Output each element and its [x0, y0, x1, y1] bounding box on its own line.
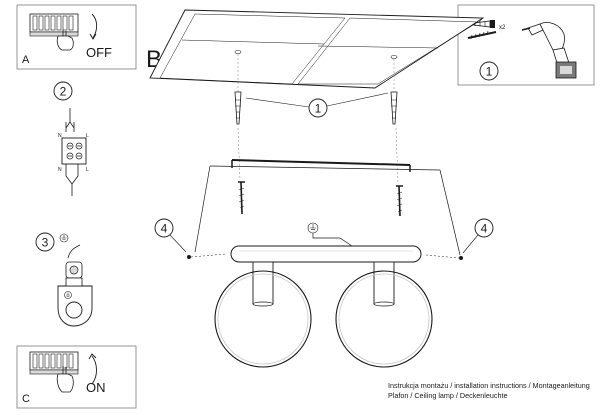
- step-1-number: 1: [315, 102, 322, 116]
- panel-a-frame: [16, 4, 137, 70]
- wire-bottom: [65, 164, 79, 196]
- wall-plug-icon: [390, 91, 398, 125]
- arrow-down-icon: [91, 13, 98, 39]
- terminal-block-icon: [61, 137, 87, 165]
- side-screw-right: [425, 254, 463, 260]
- terminal-n-bottom: N: [58, 167, 62, 173]
- wire-top: [65, 108, 75, 132]
- ground-symbol-icon: [59, 233, 69, 243]
- step-3-badge: [35, 232, 55, 252]
- step-4-number-left: 4: [161, 222, 168, 236]
- toolbox-panel: x2 1: [457, 4, 595, 86]
- drill-icon: [521, 22, 577, 79]
- connector-detail: 2 N L N L: [53, 81, 89, 196]
- ground-symbol-icon: [307, 222, 353, 247]
- toolbox-frame: [457, 4, 595, 86]
- hand-icon: [56, 30, 74, 51]
- fuse-box-icon: [29, 351, 79, 375]
- canopy-outline: [194, 165, 461, 256]
- panel-c-frame: [16, 345, 137, 409]
- step-3-number: 3: [42, 236, 49, 250]
- ground-wire: [67, 244, 81, 259]
- step-1-leader: [245, 92, 389, 108]
- step-1-badge: [308, 98, 328, 118]
- ground-terminal-icon: [57, 261, 93, 327]
- panel-c: C ON: [16, 345, 137, 409]
- toolbox-step-badge: [479, 61, 499, 81]
- hand-icon: [56, 366, 74, 393]
- caption-instructions: Instrukcja montażu / installation instru…: [388, 381, 590, 390]
- step-4-badge-left: [154, 218, 174, 238]
- terminal-l-top: L: [86, 133, 89, 139]
- step-2-badge: [53, 81, 73, 101]
- mounting-bracket: [231, 159, 411, 172]
- step-4-badge-right: [474, 218, 494, 238]
- panel-c-letter: C: [22, 393, 30, 405]
- toolbox-step-number: 1: [486, 65, 493, 79]
- terminal-l-bottom: L: [86, 167, 89, 173]
- screw-icon: [238, 181, 245, 215]
- panel-a-switch-label: OFF: [86, 45, 112, 60]
- panel-c-switch-label: ON: [86, 380, 106, 395]
- lamp-base: [230, 245, 422, 263]
- screw-icon: [396, 185, 403, 217]
- drill-guide-lines: [237, 54, 399, 185]
- ground-detail: 3: [35, 232, 93, 327]
- arrow-up-icon: [91, 355, 97, 385]
- panel-a-letter: A: [22, 54, 30, 66]
- lamp-shade-left: [214, 261, 312, 368]
- side-screw-left: [187, 253, 227, 259]
- caption-product: Plafon / Ceiling lamp / Deckenleuchte: [388, 391, 508, 400]
- wall-plug-icon: [234, 91, 242, 125]
- step-2-number: 2: [60, 85, 67, 99]
- ceiling-panel: [149, 9, 485, 89]
- lamp-shade-right: [335, 261, 433, 368]
- terminal-n-top: N: [58, 133, 62, 139]
- screw-icon: [467, 30, 497, 40]
- step-4-number-right: 4: [481, 222, 488, 236]
- toolbox-quantity: x2: [499, 25, 506, 31]
- fuse-box-icon: [29, 13, 79, 37]
- panel-a: A OFF: [16, 4, 137, 70]
